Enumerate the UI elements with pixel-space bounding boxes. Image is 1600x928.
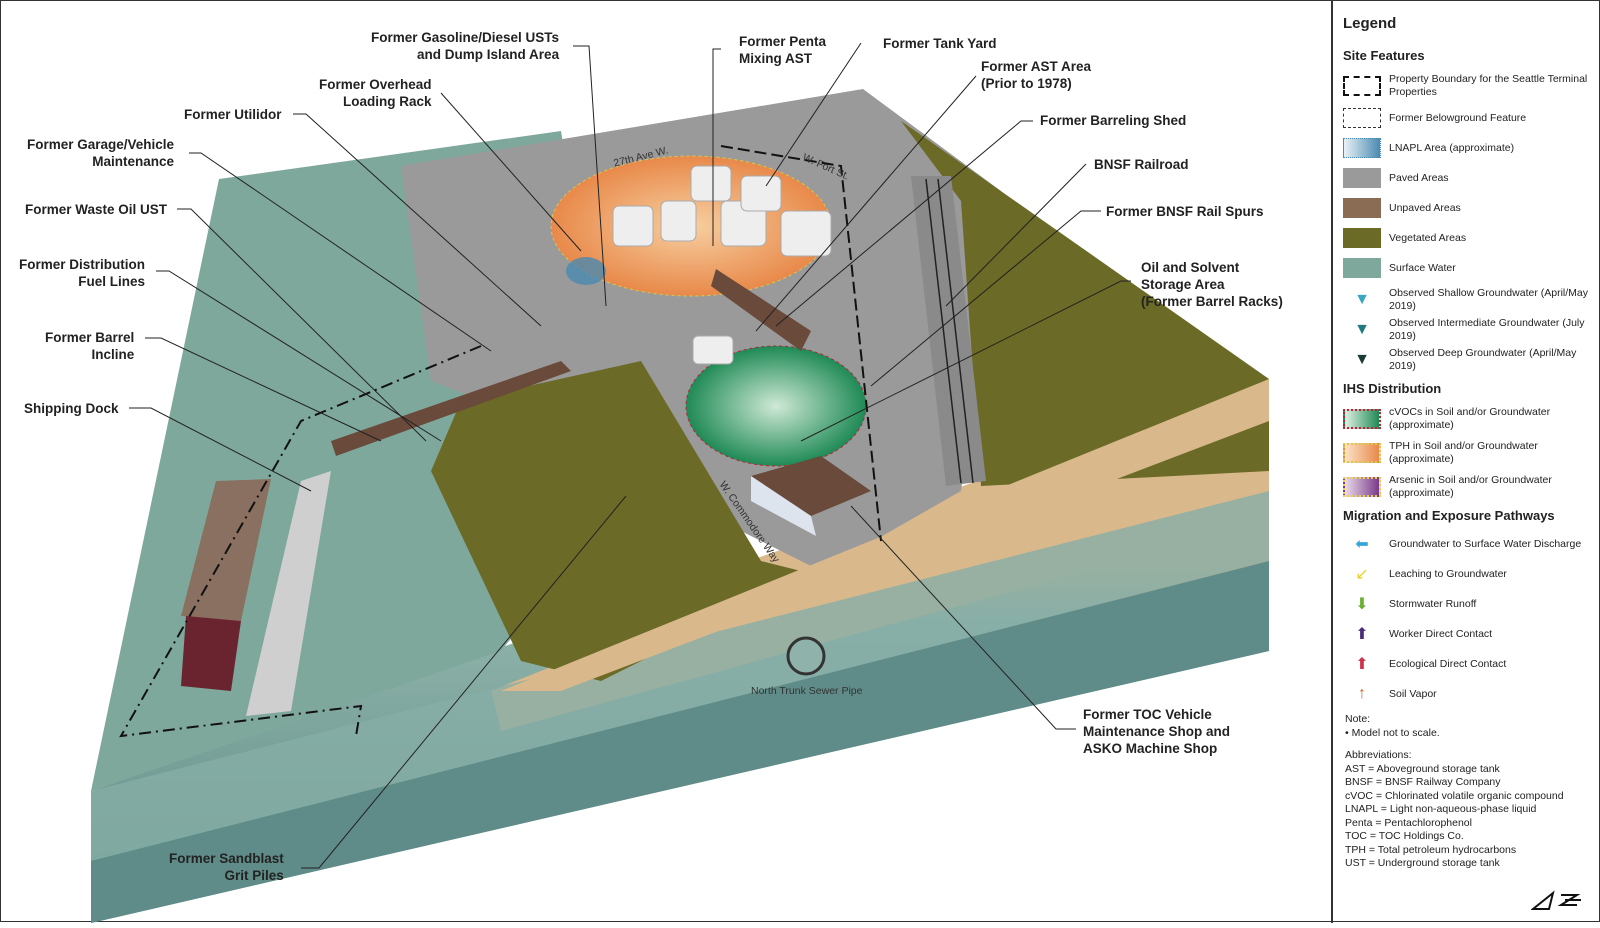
- legend-label: Paved Areas: [1389, 171, 1449, 184]
- note-title: Note:: [1345, 713, 1371, 725]
- legend-label: Soil Vapor: [1389, 687, 1437, 700]
- legend-title: Legend: [1343, 15, 1397, 32]
- callout-penta-mixing-ast: Former Penta Mixing AST: [739, 34, 827, 66]
- callout-gasoline-diesel-usts: Former Gasoline/Diesel USTs and Dump Isl…: [371, 30, 560, 62]
- shoreline-sand: [501, 379, 1269, 691]
- property-boundary-swatch: [1343, 76, 1381, 96]
- vegetated-swatch: [1343, 228, 1381, 248]
- callout-oil-solvent-storage: Oil and Solvent Storage Area (Former Bar…: [1141, 260, 1283, 309]
- abbr-title: Abbreviations:: [1345, 749, 1412, 761]
- callout-ast-area: Former AST Area (Prior to 1978): [981, 59, 1092, 91]
- groundwater-band: [91, 491, 1269, 861]
- barge: [181, 479, 271, 621]
- legend-label: Observed Intermediate Groundwater (July …: [1389, 317, 1585, 342]
- toc-shop-wall: [751, 476, 816, 536]
- cvoc-swatch: [1343, 409, 1381, 429]
- intermediate-groundwater-icon: ▼: [1354, 321, 1370, 338]
- deep-layer: [91, 561, 1269, 923]
- callout-sandblast-grit: Former Sandblast Grit Piles: [169, 851, 284, 883]
- abbr-item: Penta = Pentachlorophenol: [1345, 816, 1472, 829]
- groundwater-discharge-arrow-icon: ⬅: [1355, 536, 1369, 553]
- vegetated-east: [901, 121, 1269, 486]
- deep-groundwater-icon: ▼: [1354, 351, 1370, 368]
- abbr-item: AST = Aboveground storage tank: [1345, 762, 1500, 775]
- leaching-arrow-icon: ↙: [1355, 566, 1369, 583]
- toc-shop-building: [751, 456, 871, 516]
- belowground-feature-swatch: [1343, 108, 1381, 128]
- callout-overhead-loading-rack: Former Overhead Loading Rack: [319, 77, 432, 109]
- paved-area: [401, 89, 1001, 571]
- tph-swatch: [1343, 443, 1381, 463]
- soil-vapor-arrow-icon: ↑: [1358, 685, 1366, 702]
- callout-barrel-incline: Former Barrel Incline: [45, 330, 135, 362]
- paved-swatch: [1343, 168, 1381, 188]
- sewer-pipe: [786, 636, 826, 676]
- callout-bnsf-rail-spurs: Former BNSF Rail Spurs: [1106, 204, 1264, 219]
- abbr-item: UST = Underground storage tank: [1345, 857, 1500, 869]
- abbr-item: LNAPL = Light non-aqueous-phase liquid: [1345, 803, 1537, 815]
- legend-label: LNAPL Area (approximate): [1389, 141, 1515, 154]
- site-features-title: Site Features: [1343, 48, 1425, 63]
- lnapl-area: [566, 257, 606, 285]
- block-diagram: [91, 42, 1269, 923]
- north-arrow-icon: [1531, 890, 1581, 910]
- bnsf-railroad-bed: [911, 176, 986, 486]
- legend-label: Groundwater to Surface Water Discharge: [1389, 537, 1582, 550]
- property-boundary-east: [720, 145, 882, 542]
- legend-label: Ecological Direct Contact: [1389, 657, 1507, 670]
- stormwater-arrow-icon: ⬇: [1355, 596, 1369, 613]
- ecological-contact-arrow-icon: ⬆: [1355, 656, 1369, 673]
- callout-bnsf-railroad: BNSF Railroad: [1094, 157, 1189, 172]
- legend-label: Former Belowground Feature: [1389, 111, 1527, 124]
- abbr-item: TOC = TOC Holdings Co.: [1345, 830, 1464, 842]
- barreling-shed: [711, 269, 811, 351]
- legend-label: Observed Deep Groundwater (April/May 201…: [1389, 347, 1577, 372]
- sewer-label: North Trunk Sewer Pipe: [751, 685, 863, 697]
- callout-waste-oil-ust: Former Waste Oil UST: [25, 202, 168, 217]
- tugboat: [181, 616, 241, 691]
- shallow-groundwater-icon: ▼: [1354, 291, 1370, 308]
- barrel-incline: [331, 361, 571, 456]
- unpaved-swatch: [1343, 198, 1381, 218]
- callout-tank-yard: Former Tank Yard: [883, 36, 997, 51]
- abbr-item: cVOC = Chlorinated volatile organic comp…: [1345, 789, 1564, 802]
- legend-label: Property Boundary for the Seattle Termin…: [1389, 73, 1588, 98]
- tank-yard-tanks: [612, 165, 832, 365]
- legend-label: Stormwater Runoff: [1389, 597, 1477, 610]
- legend-label: Worker Direct Contact: [1389, 627, 1493, 640]
- legend-panel: Legend Site Features Property Boundary f…: [1331, 1, 1600, 923]
- callout-distribution-fuel-lines: Former Distribution Fuel Lines: [19, 257, 146, 289]
- arsenic-swatch: [1343, 477, 1381, 497]
- shipping-dock: [246, 471, 331, 716]
- pathways-title: Migration and Exposure Pathways: [1343, 508, 1555, 523]
- site-conceptual-model: Former Gasoline/Diesel USTs and Dump Isl…: [1, 1, 1331, 923]
- legend-label: Arsenic in Soil and/or Groundwater (appr…: [1389, 474, 1552, 499]
- legend-label: Unpaved Areas: [1389, 201, 1461, 214]
- legend-label: Surface Water: [1389, 261, 1456, 274]
- note-text: • Model not to scale.: [1345, 726, 1440, 739]
- callout-barreling-shed: Former Barreling Shed: [1040, 113, 1187, 128]
- callout-garage-vehicle: Former Garage/Vehicle Maintenance: [27, 137, 175, 169]
- legend-label: Vegetated Areas: [1389, 231, 1467, 244]
- legend-label: TPH in Soil and/or Groundwater (approxim…: [1389, 440, 1538, 465]
- surface-water-swatch: [1343, 258, 1381, 278]
- ihs-title: IHS Distribution: [1343, 381, 1442, 396]
- abbr-item: BNSF = BNSF Railway Company: [1345, 776, 1501, 788]
- worker-contact-arrow-icon: ⬆: [1355, 626, 1369, 643]
- callout-shipping-dock: Shipping Dock: [24, 401, 119, 416]
- legend-label: Leaching to Groundwater: [1389, 567, 1507, 580]
- abbr-item: TPH = Total petroleum hydrocarbons: [1345, 843, 1517, 856]
- callout-utilidor: Former Utilidor: [184, 107, 282, 122]
- vegetated-south: [431, 361, 801, 681]
- property-boundary: [119, 345, 482, 738]
- lnapl-swatch: [1343, 138, 1381, 158]
- legend-label: cVOCs in Soil and/or Groundwater (approx…: [1389, 406, 1551, 431]
- callout-toc-vehicle-shop: Former TOC Vehicle Maintenance Shop and …: [1083, 707, 1231, 756]
- legend-label: Observed Shallow Groundwater (April/May …: [1389, 287, 1588, 312]
